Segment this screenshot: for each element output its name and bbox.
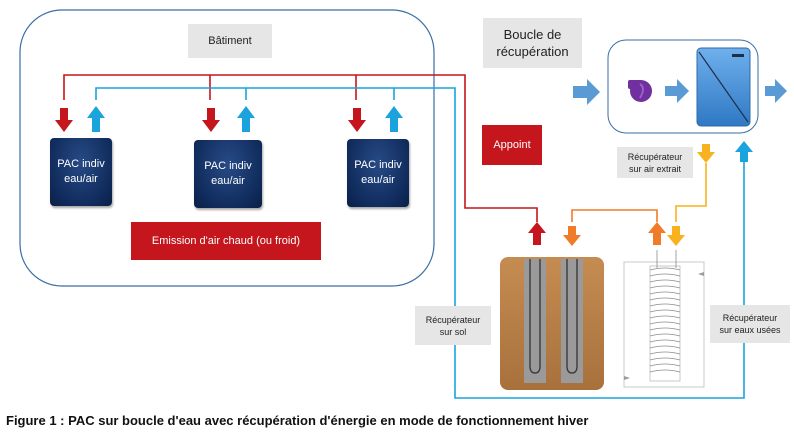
exhaust-pipe [675, 163, 707, 222]
recup-sol-label: Récupérateur sur sol [415, 306, 491, 345]
up-arrow-icon [648, 222, 666, 245]
down-arrow-icon [667, 226, 685, 246]
warm-pipe [571, 209, 658, 222]
fan-icon [628, 80, 652, 102]
air-flow-arrow-icon [665, 79, 689, 103]
down-arrow-icon [202, 108, 220, 132]
down-arrow-icon [55, 108, 73, 132]
down-arrow-icon [348, 108, 366, 132]
appoint-box: Appoint [482, 125, 542, 165]
pac-unit-1: PAC indiv eau/air [50, 138, 112, 206]
recup-air-label: Récupérateur sur air extrait [617, 147, 693, 178]
recup-eaux-label: Récupérateur sur eaux usées [710, 305, 790, 343]
up-arrow-icon [385, 106, 403, 132]
loop-title: Boucle de récupération [483, 18, 582, 68]
down-arrow-icon [697, 144, 715, 163]
cold-return-pipe [95, 87, 745, 399]
emission-box: Emission d'air chaud (ou froid) [131, 222, 321, 260]
air-out-arrow-icon [765, 79, 787, 103]
up-arrow-icon [735, 141, 753, 162]
pac-arrows [55, 106, 403, 132]
figure-caption: Figure 1 : PAC sur boucle d'eau avec réc… [6, 413, 589, 428]
up-arrow-icon [87, 106, 105, 132]
heat-exchanger-icon [696, 47, 751, 127]
up-arrow-icon [528, 222, 546, 245]
air-in-arrow-icon [573, 79, 600, 105]
up-arrow-icon [237, 106, 255, 132]
pac-unit-3: PAC indiv eau/air [347, 139, 409, 207]
down-arrow-icon [563, 226, 581, 246]
pac-unit-2: PAC indiv eau/air [194, 140, 262, 208]
ground-exchanger-icon [500, 257, 604, 390]
wastewater-tank-icon [623, 250, 705, 388]
building-title: Bâtiment [188, 24, 272, 58]
